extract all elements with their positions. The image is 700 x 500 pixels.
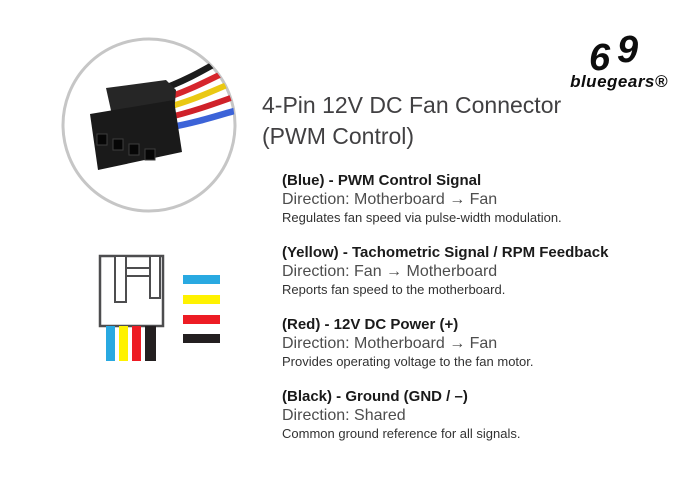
logo-69-gears-icon: 6 9 bbox=[589, 29, 638, 74]
diagram-wire-blue bbox=[106, 326, 115, 361]
pin-heading-red: (Red) - 12V DC Power (+) bbox=[282, 316, 459, 333]
logo-glyph-right: 9 bbox=[617, 29, 638, 71]
pin-direction-black: Direction: Shared bbox=[282, 407, 406, 424]
legend-bar-red bbox=[183, 315, 220, 324]
pin-block-yellow: (Yellow) - Tachometric Signal / RPM Feed… bbox=[282, 243, 682, 298]
pin-block-red: (Red) - 12V DC Power (+) Direction: Moth… bbox=[282, 315, 682, 370]
legend-bar-blue bbox=[183, 275, 220, 284]
page-title-line2: (PWM Control) bbox=[262, 123, 415, 149]
brand-logo: 6 9 bluegears® bbox=[566, 26, 672, 92]
pin-direction-yellow: Direction: Fan → Motherboard bbox=[282, 263, 498, 280]
pin-direction-red: Direction: Motherboard → Fan bbox=[282, 335, 498, 352]
brand-name: bluegears® bbox=[570, 72, 668, 91]
pin-description-yellow: Reports fan speed to the motherboard. bbox=[282, 282, 506, 297]
pin-heading-blue: (Blue) - PWM Control Signal bbox=[282, 172, 482, 189]
diagram-latch-slot-right bbox=[149, 255, 161, 299]
connector-photo bbox=[61, 37, 237, 213]
diagram-latch-crossbar bbox=[125, 267, 151, 277]
pin-block-black: (Black) - Ground (GND / –) Direction: Sh… bbox=[282, 387, 682, 442]
diagram-wire-black bbox=[145, 326, 156, 361]
diagram-latch-slot-left bbox=[114, 255, 127, 303]
legend-bar-black bbox=[183, 334, 220, 343]
pin-direction-blue: Direction: Motherboard → Fan bbox=[282, 191, 498, 208]
photo-pin-hole-2 bbox=[112, 138, 124, 151]
diagram-wire-yellow bbox=[119, 326, 128, 361]
pinout-diagram bbox=[98, 254, 220, 361]
pin-heading-yellow: (Yellow) - Tachometric Signal / RPM Feed… bbox=[282, 244, 609, 261]
pin-description-red: Provides operating voltage to the fan mo… bbox=[282, 354, 534, 369]
pin-heading-black: (Black) - Ground (GND / –) bbox=[282, 388, 468, 405]
logo-glyph-left: 6 bbox=[589, 37, 611, 74]
pin-description-black: Common ground reference for all signals. bbox=[282, 426, 521, 441]
photo-connector-body bbox=[90, 100, 182, 170]
pin-descriptions: (Blue) - PWM Control Signal Direction: M… bbox=[282, 171, 682, 459]
photo-pin-hole-4 bbox=[144, 148, 156, 161]
pin-block-blue: (Blue) - PWM Control Signal Direction: M… bbox=[282, 171, 682, 226]
page-title: 4-Pin 12V DC Fan Connector (PWM Control) bbox=[262, 90, 561, 152]
legend-bar-yellow bbox=[183, 295, 220, 304]
pin-description-blue: Regulates fan speed via pulse-width modu… bbox=[282, 210, 562, 225]
diagram-wire-red bbox=[132, 326, 141, 361]
photo-pin-hole-1 bbox=[96, 133, 108, 146]
page-title-line1: 4-Pin 12V DC Fan Connector bbox=[262, 92, 562, 118]
photo-pin-hole-3 bbox=[128, 143, 140, 156]
